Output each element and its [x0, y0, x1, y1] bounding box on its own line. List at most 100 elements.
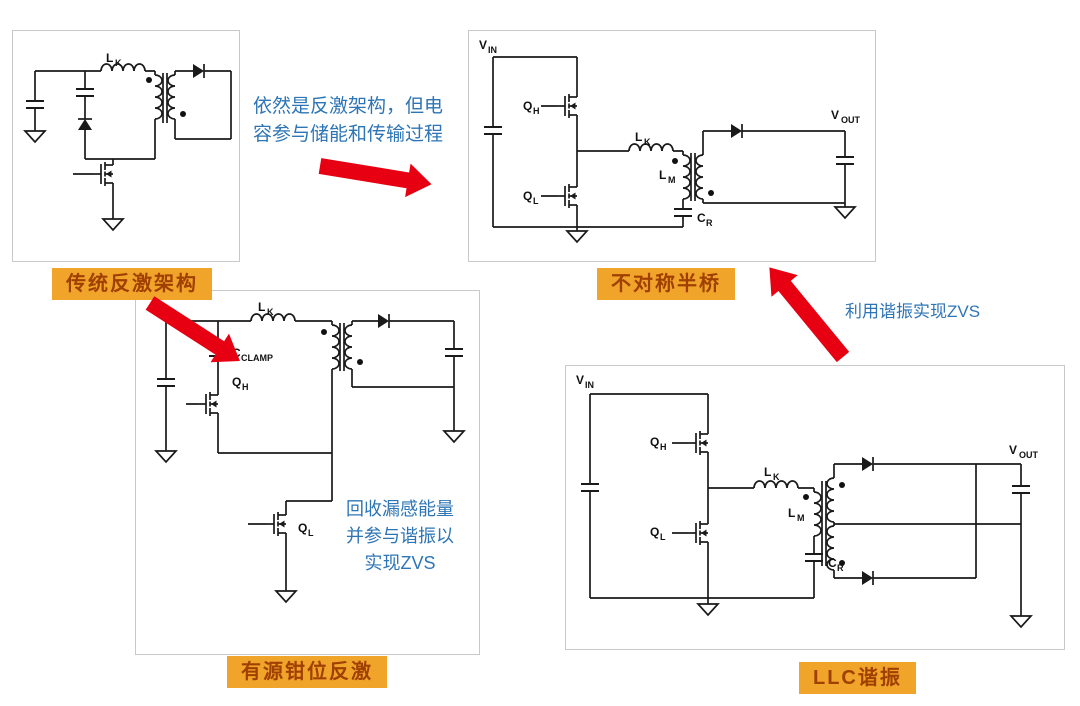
- note-capacitor-transfer: 依然是反激架构，但电 容参与储能和传输过程: [253, 93, 473, 149]
- transformer-secondary: [344, 324, 353, 370]
- input-capacitor: [156, 378, 176, 387]
- transformer-primary: [331, 324, 340, 370]
- label-ql: Q L: [650, 525, 666, 542]
- caption-traditional-flyback: 传统反激架构: [52, 268, 212, 300]
- ql-main: Q: [298, 521, 307, 535]
- traditional-flyback-schematic: L K: [24, 51, 232, 231]
- label-lk: L K: [106, 51, 122, 68]
- ql-mosfet: [265, 508, 287, 540]
- label-ql: Q L: [523, 189, 539, 206]
- ground-icon: [102, 218, 124, 231]
- output-diode-icon: [192, 63, 205, 79]
- lk-main: L: [258, 300, 265, 314]
- label-cr: C R: [697, 211, 713, 228]
- vout-main: V: [1009, 443, 1017, 457]
- lk-inductor: [100, 63, 146, 72]
- cr-sub: R: [706, 218, 713, 228]
- qh-mosfet: [687, 427, 709, 459]
- lk-inductor: [628, 143, 674, 152]
- vout-sub: OUT: [1019, 450, 1039, 460]
- circuit-llc-resonant: V IN Q H Q L L K L M C R: [565, 365, 1065, 650]
- ql-main: Q: [650, 525, 659, 539]
- qh-mosfet: [197, 388, 219, 420]
- qh-sub: H: [242, 382, 249, 392]
- polarity-dots: [803, 482, 845, 566]
- cr-main: C: [697, 211, 706, 225]
- qh-main: Q: [232, 375, 241, 389]
- lm-main: L: [659, 168, 666, 182]
- transformer-primary: [154, 74, 163, 120]
- lm-sub: M: [668, 175, 676, 185]
- vout-main: V: [831, 108, 839, 122]
- lm-sub: M: [797, 513, 805, 523]
- output-capacitor: [835, 156, 855, 165]
- label-lk: L K: [635, 130, 651, 147]
- ground-icon: [24, 130, 46, 143]
- input-capacitor: [25, 100, 45, 109]
- ql-main: Q: [523, 189, 532, 203]
- qh-main: Q: [650, 435, 659, 449]
- transformer-secondary: [695, 154, 704, 200]
- cr-sub: R: [837, 563, 844, 573]
- lk-main: L: [635, 130, 642, 144]
- label-qh: Q H: [523, 99, 540, 116]
- caption-llc-resonant: LLC谐振: [799, 662, 916, 694]
- label-lm: L M: [659, 168, 676, 185]
- circuit-traditional-flyback: L K: [12, 30, 240, 262]
- ahb-schematic: V IN Q H Q L L K L M C R: [479, 38, 861, 243]
- circuit-active-clamp-flyback: L K C CLAMP Q H Q L: [135, 290, 480, 655]
- label-vout: V OUT: [831, 108, 861, 125]
- ground-icon: [566, 230, 588, 243]
- ql-sub: L: [533, 196, 539, 206]
- lk-sub: K: [644, 137, 651, 147]
- ql-mosfet: [687, 517, 709, 549]
- lk-main: L: [106, 51, 113, 65]
- caption-asymmetric-half-bridge: 不对称半桥: [597, 268, 735, 300]
- ql-sub: L: [308, 528, 314, 538]
- qh-main: Q: [523, 99, 532, 113]
- input-capacitor: [483, 126, 503, 135]
- lk-inductor: [753, 480, 799, 489]
- vout-sub: OUT: [841, 115, 861, 125]
- main-mosfet: [92, 158, 114, 190]
- circuit-asymmetric-half-bridge: V IN Q H Q L L K L M C R: [468, 30, 876, 262]
- vin-sub: IN: [488, 45, 497, 55]
- label-vin: V IN: [576, 373, 594, 390]
- rectifier-diode-bottom-icon: [861, 570, 874, 586]
- label-qh: Q H: [650, 435, 667, 452]
- cclamp-main: C: [232, 346, 241, 360]
- vin-main: V: [576, 373, 584, 387]
- resonant-capacitor: [804, 553, 824, 562]
- qh-mosfet: [556, 90, 578, 122]
- arrow-flyback-to-ahb: [318, 158, 432, 198]
- transformer-primary: [813, 491, 822, 537]
- caption-active-clamp-flyback: 有源钳位反激: [227, 656, 387, 688]
- wires: [492, 56, 846, 231]
- label-vout: V OUT: [1009, 443, 1039, 460]
- qh-sub: H: [660, 442, 667, 452]
- output-capacitor: [1011, 485, 1031, 494]
- transformer-secondary: [167, 74, 176, 120]
- polarity-dots: [672, 158, 714, 196]
- clamp-diode-icon: [77, 118, 93, 131]
- label-cr: C R: [828, 556, 844, 573]
- lk-sub: K: [773, 472, 780, 482]
- ground-icon: [275, 590, 297, 603]
- clamp-capacitor: [208, 348, 228, 357]
- input-capacitor: [580, 483, 600, 492]
- cr-main: C: [828, 556, 837, 570]
- label-cclamp: C CLAMP: [232, 346, 273, 363]
- label-vin: V IN: [479, 38, 497, 55]
- ground-icon: [697, 603, 719, 616]
- label-lk: L K: [258, 300, 274, 317]
- llc-schematic: V IN Q H Q L L K L M C R: [576, 373, 1039, 628]
- rectifier-diode-top-icon: [861, 456, 874, 472]
- qh-sub: H: [533, 106, 540, 116]
- label-lk: L K: [764, 465, 780, 482]
- label-ql: Q L: [298, 521, 314, 538]
- note-line: 实现ZVS: [364, 553, 436, 573]
- note-line: 并参与谐振以: [346, 526, 454, 546]
- output-capacitor: [444, 348, 464, 357]
- note-clamp-energy: 回收漏感能量 并参与谐振以 实现ZVS: [337, 496, 463, 577]
